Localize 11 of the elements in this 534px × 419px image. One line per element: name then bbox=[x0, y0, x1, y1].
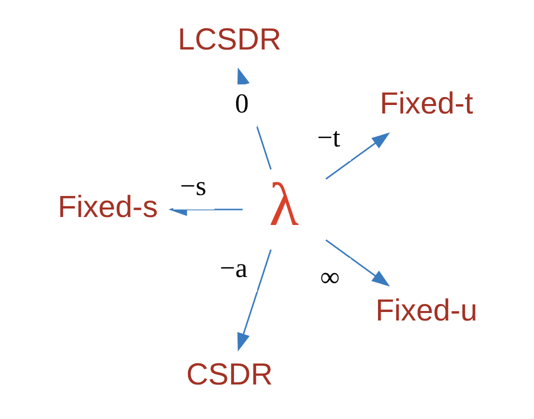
edge-label: −t bbox=[316, 121, 340, 152]
node-text: Fixed-u bbox=[374, 294, 477, 328]
node-text: λ bbox=[268, 172, 298, 239]
node-text: CSDR bbox=[186, 358, 272, 392]
node-text: LCSDR bbox=[177, 22, 281, 57]
edge-label: −s bbox=[180, 170, 206, 201]
edge-label: ∞ bbox=[320, 261, 340, 292]
edge-label: −a bbox=[219, 252, 247, 284]
node-text: Fixed-s bbox=[57, 190, 158, 224]
node-text: Fixed-t bbox=[379, 86, 473, 121]
edge-label: 0 bbox=[234, 87, 248, 118]
